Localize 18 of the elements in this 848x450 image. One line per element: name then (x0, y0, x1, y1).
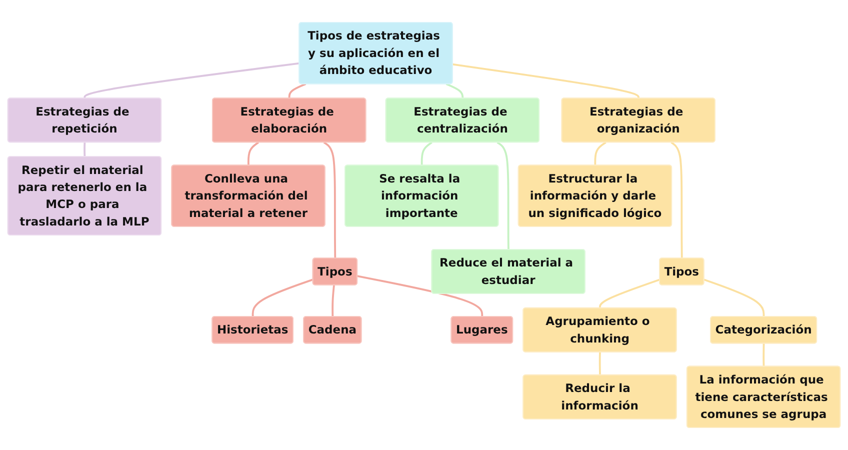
connector (762, 344, 765, 367)
connector (332, 285, 335, 317)
connector (420, 142, 432, 166)
connector (247, 142, 260, 166)
connector (323, 142, 336, 258)
connector (599, 278, 660, 308)
connector (704, 278, 765, 317)
connector (252, 278, 314, 317)
connector (84, 142, 86, 157)
connector (446, 83, 464, 98)
connector (452, 63, 640, 98)
connector (594, 142, 606, 166)
connector (288, 83, 306, 98)
connector (84, 62, 300, 98)
connector (598, 352, 601, 376)
connector (496, 142, 510, 250)
connector (670, 142, 683, 258)
connector (357, 275, 484, 317)
